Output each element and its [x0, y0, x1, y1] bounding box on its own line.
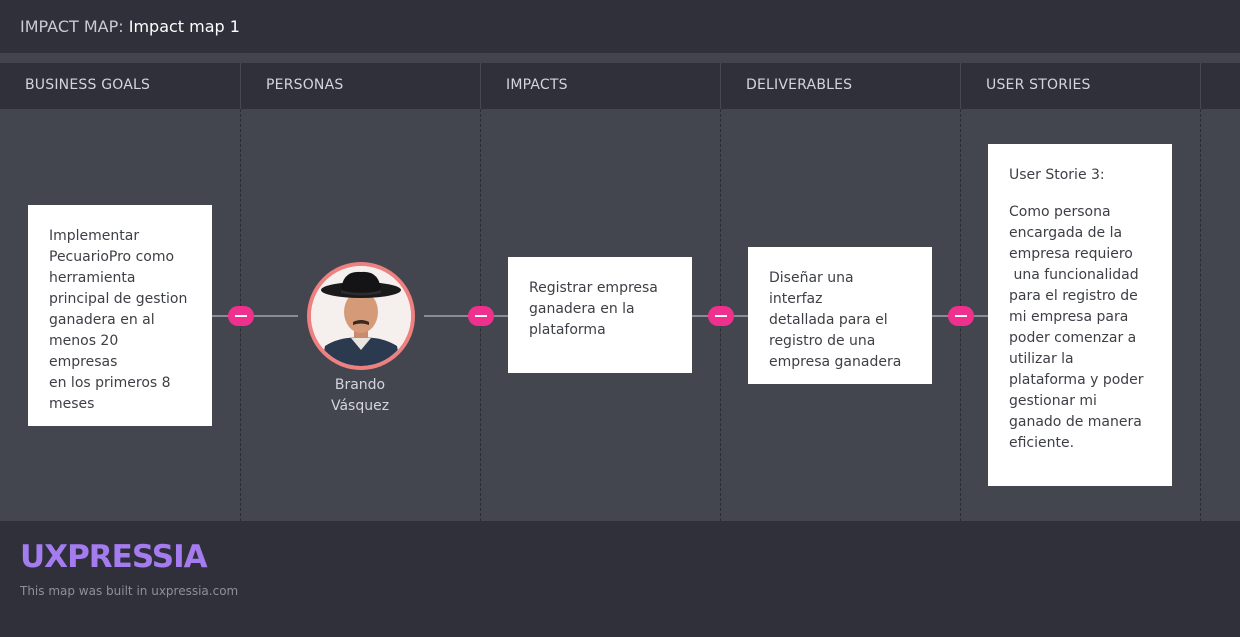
collapse-toggle-impact[interactable]	[708, 306, 734, 326]
persona-photo-icon	[311, 266, 411, 366]
column-header-personas[interactable]: PERSONAS	[241, 63, 481, 109]
header-divider	[0, 53, 1240, 63]
impact-card[interactable]: Registrar empresa ganadera en la platafo…	[508, 257, 692, 373]
column-header-impacts[interactable]: IMPACTS	[481, 63, 721, 109]
column-headers: BUSINESS GOALS PERSONAS IMPACTS DELIVERA…	[0, 63, 1240, 109]
header: IMPACT MAP: Impact map 1	[0, 0, 1240, 53]
impact-text: Registrar empresa ganadera en la platafo…	[529, 280, 658, 338]
collapse-toggle-business-goal[interactable]	[228, 306, 254, 326]
business-goal-text: Implementar PecuarioPro como herramienta…	[49, 228, 188, 412]
persona-name: Brando Vásquez	[330, 377, 390, 414]
user-story-card[interactable]: User Storie 3: Como persona encargada de…	[988, 144, 1172, 486]
footer: UXPRESSIA This map was built in uxpressi…	[0, 521, 1240, 637]
column-header-label: USER STORIES	[986, 77, 1091, 93]
collapse-toggle-persona[interactable]	[468, 306, 494, 326]
column-header-business-goals[interactable]: BUSINESS GOALS	[0, 63, 241, 109]
column-divider	[1200, 109, 1201, 521]
map-name[interactable]: Impact map 1	[128, 17, 240, 36]
connector-line	[212, 315, 298, 317]
persona-avatar[interactable]	[307, 262, 415, 370]
map-board: Implementar PecuarioPro como herramienta…	[0, 109, 1240, 521]
column-header-label: IMPACTS	[506, 77, 568, 93]
column-header-label: DELIVERABLES	[746, 77, 853, 93]
collapse-toggle-deliverable[interactable]	[948, 306, 974, 326]
map-title: IMPACT MAP: Impact map 1	[20, 17, 240, 36]
business-goal-card[interactable]: Implementar PecuarioPro como herramienta…	[28, 205, 212, 426]
deliverable-text: Diseñar una interfaz detallada para el r…	[769, 270, 902, 370]
map-title-prefix: IMPACT MAP:	[20, 17, 124, 36]
column-header-label: BUSINESS GOALS	[25, 77, 151, 93]
deliverable-card[interactable]: Diseñar una interfaz detallada para el r…	[748, 247, 932, 384]
connector-line	[424, 315, 508, 317]
footer-note: This map was built in uxpressia.com	[20, 584, 239, 598]
column-header-deliverables[interactable]: DELIVERABLES	[721, 63, 961, 109]
column-header-user-stories[interactable]: USER STORIES	[961, 63, 1201, 109]
uxpressia-logo[interactable]: UXPRESSIA	[20, 539, 208, 575]
column-header-label: PERSONAS	[266, 77, 344, 93]
user-story-title: User Storie 3:	[1009, 167, 1105, 183]
user-story-text: Como persona encargada de la empresa req…	[1009, 204, 1144, 451]
